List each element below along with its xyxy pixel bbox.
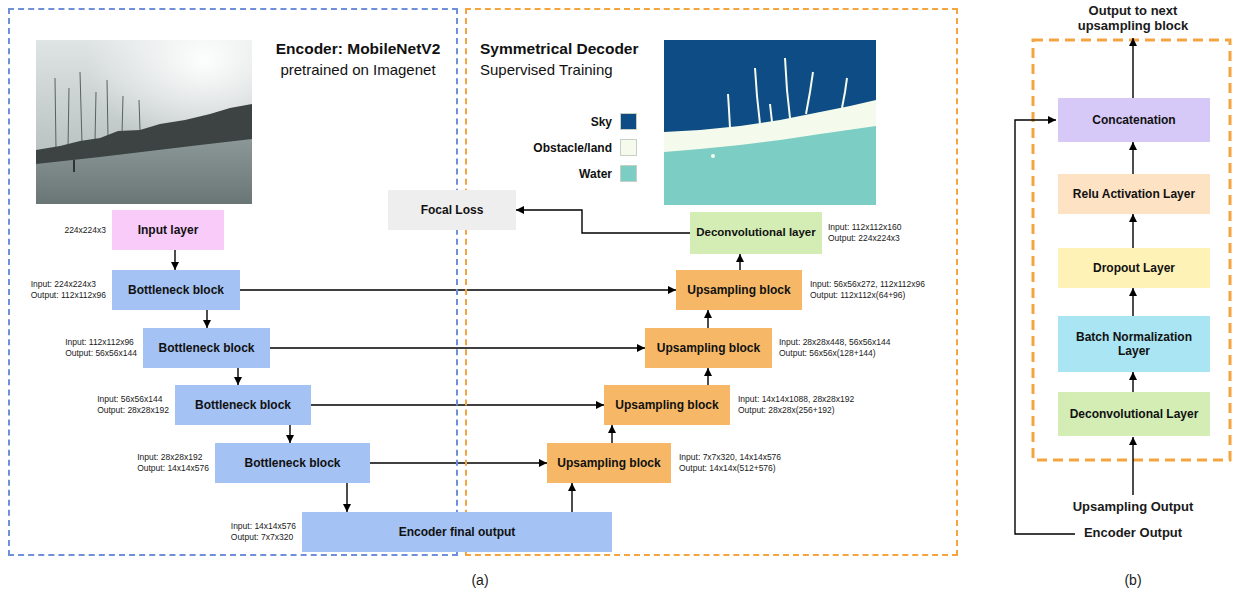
box-label: Upsampling block: [657, 341, 760, 355]
legend-label: Water: [579, 166, 612, 182]
flow-arrow: [289, 425, 290, 443]
flow-arrow: [237, 368, 238, 385]
dimension-note: Output: 112x112x(64+96): [810, 290, 905, 301]
region-subtitle: pretrained on Imagenet: [262, 61, 454, 79]
segmentation-map: [664, 40, 876, 205]
box-label: Encoder final output: [399, 525, 516, 539]
legend-swatch: [620, 113, 637, 130]
region-subtitle: Supervised Training: [480, 61, 680, 79]
flow-arrow: [611, 425, 612, 443]
region-title: Symmetrical Decoder: [480, 40, 680, 59]
flow-arrow: [1132, 142, 1133, 174]
harbour-photo: [36, 40, 252, 204]
dimension-note: Output: 56x56x144: [65, 348, 137, 359]
dimension-note: Input: 14x14x1088, 28x28x192: [738, 394, 854, 405]
dimension-note: Input: 112x112x160: [828, 222, 901, 233]
box-label: Bottleneck block: [128, 283, 224, 297]
flow-arrow: [1132, 288, 1133, 316]
upsampling-box: Upsampling block: [676, 270, 802, 310]
dimension-note: Output: 14x14x(512+576): [679, 463, 776, 474]
dimension-note: Input: 56x56x272, 112x112x96: [810, 279, 925, 290]
flow-arrow: [1132, 214, 1133, 248]
box-label: Relu Activation Layer: [1073, 187, 1195, 201]
box-label: Input layer: [138, 223, 199, 237]
output-arrow: [1132, 38, 1133, 98]
dimension-note: Output: 28x28x(256+192): [738, 405, 835, 416]
output-label: Output to next upsampling block: [1058, 3, 1208, 33]
flow-arrow: [707, 368, 708, 385]
dimension-note: Input: 14x14x576: [231, 521, 296, 532]
layer-box: Batch Normalization Layer: [1058, 316, 1210, 372]
legend-label: Obstacle/land: [533, 140, 612, 156]
dimension-note: Output: 56x56x(128+144): [779, 348, 876, 359]
box-label: Dropout Layer: [1093, 261, 1175, 275]
loss-box: Focal Loss: [388, 190, 516, 230]
dimension-note: Input: 112x112x96: [65, 337, 134, 348]
legend-swatch: [620, 165, 637, 182]
encoder-output-box: Encoder final output: [302, 512, 612, 552]
box-label: Concatenation: [1092, 113, 1175, 127]
box-label: Deconvolutional layer: [696, 226, 816, 240]
upsampling-box: Upsampling block: [547, 443, 671, 483]
upsampling-box: Upsampling block: [645, 328, 772, 368]
dimension-note: Input: 224x224x3: [31, 279, 96, 290]
flow-arrow: [240, 289, 676, 290]
box-label: Upsampling block: [687, 283, 790, 297]
subfigure-label: (a): [450, 572, 510, 589]
flow-arrow: [707, 310, 708, 328]
subfigure-label: (b): [1103, 572, 1163, 589]
legend-swatch: [620, 139, 637, 156]
flow-arrow: [571, 483, 572, 512]
flow-arrow: [370, 462, 547, 463]
region-title: Encoder: MobileNetV2: [262, 40, 454, 59]
legend-label: Sky: [591, 114, 612, 130]
layer-box: Relu Activation Layer: [1058, 174, 1210, 214]
dimension-note: Output: 14x14x576: [137, 463, 209, 474]
dimension-note: Output: 224x224x3: [828, 233, 900, 244]
input-arrow: [1132, 437, 1133, 495]
box-label: Upsampling block: [615, 398, 718, 412]
dimension-note: Input: 28x28x192: [137, 452, 202, 463]
layer-box: Concatenation: [1058, 98, 1210, 142]
box-label: Upsampling block: [557, 456, 660, 470]
layer-box: Dropout Layer: [1058, 248, 1210, 288]
bottleneck-box: Bottleneck block: [143, 328, 270, 368]
flow-arrow: [174, 250, 175, 270]
bottleneck-box: Bottleneck block: [175, 385, 311, 425]
box-label: Focal Loss: [421, 203, 484, 217]
input-label: Upsampling Output: [1058, 499, 1208, 515]
flow-arrow: [739, 254, 740, 270]
box-label: Deconvolutional Layer: [1070, 407, 1199, 421]
dimension-note: Input: 28x28x448, 56x56x144: [779, 337, 891, 348]
input-label: Encoder Output: [1058, 525, 1208, 541]
dimension-note: Input: 56x56x144: [97, 394, 162, 405]
box-label: Bottleneck block: [158, 341, 254, 355]
flow-arrow: [516, 210, 690, 233]
deconv-box: Deconvolutional layer: [690, 212, 822, 254]
dimension-note: Output: 7x7x320: [231, 532, 293, 543]
box-label: Bottleneck block: [195, 398, 291, 412]
dimension-note: Input: 7x7x320, 14x14x576: [679, 452, 781, 463]
flow-arrow: [1132, 372, 1133, 392]
upsampling-box: Upsampling block: [604, 385, 730, 425]
dimension-note: 224x224x3: [64, 225, 106, 236]
input-layer-box: Input layer: [112, 210, 224, 250]
dimension-note: Output: 28x28x192: [97, 405, 169, 416]
layer-box: Deconvolutional Layer: [1058, 392, 1210, 436]
box-label: Bottleneck block: [244, 456, 340, 470]
dimension-note: Output: 112x112x96: [31, 290, 106, 301]
box-label: Batch Normalization Layer: [1062, 330, 1206, 359]
bottleneck-box: Bottleneck block: [215, 443, 370, 483]
bottleneck-box: Bottleneck block: [112, 270, 240, 310]
block-frame: [1033, 40, 1230, 460]
flow-arrow: [346, 483, 347, 512]
flow-arrow: [206, 310, 207, 328]
